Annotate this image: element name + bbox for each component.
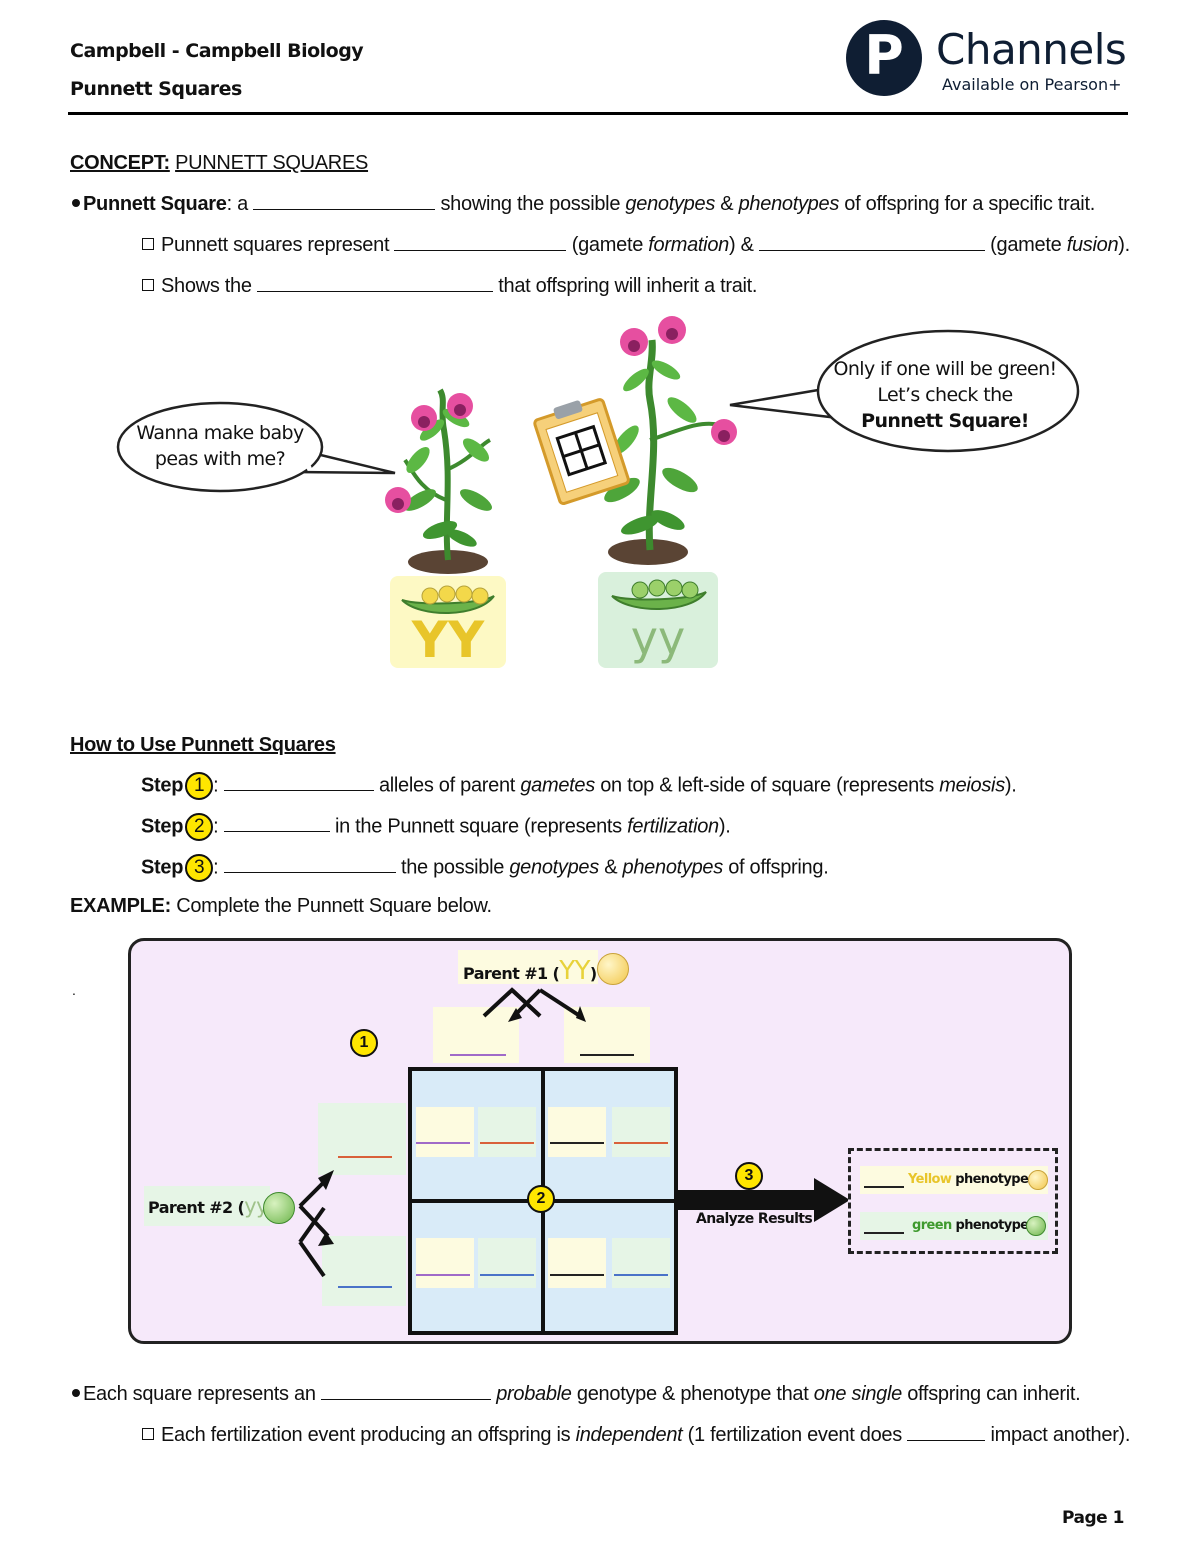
stray-dot: . — [72, 982, 76, 998]
result-green-row — [860, 1212, 1048, 1240]
cell-slot[interactable] — [478, 1107, 536, 1157]
cell-slot[interactable] — [548, 1238, 606, 1288]
cell-slot[interactable] — [612, 1238, 670, 1288]
blank-field[interactable] — [253, 192, 436, 210]
cell-slot[interactable] — [416, 1107, 474, 1157]
diagram-arrows — [298, 987, 850, 1278]
yellow-pea-icon — [1028, 1170, 1048, 1190]
green-pea-icon — [263, 1192, 295, 1224]
cell-blank-line — [550, 1274, 604, 1276]
pea-pod-yellow-icon — [401, 585, 495, 615]
brand-name: Channels — [936, 25, 1127, 74]
parent1-label: Parent #1 (YY) — [463, 956, 597, 986]
definition-line: Punnett Square: a showing the possible g… — [72, 192, 1095, 216]
green-pea-icon — [1026, 1216, 1046, 1236]
concept-heading: CONCEPT: PUNNETT SQUARES — [70, 152, 369, 174]
cell-blank-line — [614, 1142, 668, 1144]
parent1-label-bg — [458, 950, 598, 984]
pea-plant-right-icon — [604, 316, 737, 565]
cell-slot[interactable] — [548, 1107, 606, 1157]
yellow-pea-icon — [597, 953, 629, 985]
pea-pod-green-icon — [611, 579, 707, 611]
bullet-icon — [72, 199, 80, 207]
diagram-step-3-badge: 3 — [735, 1162, 763, 1190]
blank-field[interactable] — [223, 773, 374, 792]
blank-field[interactable] — [394, 233, 567, 251]
example-line: EXAMPLE: Complete the Punnett Square bel… — [70, 895, 492, 917]
top-allele-blank-2 — [580, 1054, 634, 1056]
diagram-step-1-badge: 1 — [350, 1029, 378, 1057]
bullet-icon — [72, 1389, 80, 1397]
result-yellow-blank[interactable] — [864, 1186, 904, 1188]
blank-field[interactable] — [223, 814, 330, 833]
top-allele-blank-1 — [450, 1054, 506, 1056]
howto-heading: How to Use Punnett Squares — [70, 734, 336, 756]
step-3-badge: 3 — [185, 854, 214, 882]
checkbox-icon — [142, 1428, 154, 1440]
pearson-logo-icon: P — [846, 20, 922, 96]
cell-blank-line — [480, 1274, 534, 1276]
speech-bubble-right — [729, 329, 1080, 453]
blank-field[interactable] — [907, 1423, 986, 1441]
result-yellow-row — [860, 1166, 1048, 1194]
cell-blank-line — [550, 1142, 604, 1144]
cell-blank-line — [614, 1274, 668, 1276]
pea-plant-illustration — [116, 316, 1080, 668]
bubble-right-text: Only if one will be green! Let’s check t… — [833, 358, 1057, 432]
sub-point-shows: Shows the that offspring will inherit a … — [142, 274, 758, 298]
result-green-blank[interactable] — [864, 1232, 904, 1234]
parent2-label-bg — [144, 1186, 270, 1226]
clipboard-icon — [533, 398, 630, 506]
independence-line: Each fertilization event producing an of… — [142, 1423, 1130, 1447]
cell-blank-line — [416, 1142, 470, 1144]
genotype-label-recessive: yy — [630, 611, 686, 665]
speech-bubble-left — [116, 401, 396, 493]
diagram-step-2-badge: 2 — [527, 1185, 555, 1213]
analyze-results-label: Analyze Results — [696, 1211, 813, 1227]
result-green-label: green phenotypes — [912, 1218, 1036, 1233]
blank-field[interactable] — [758, 233, 985, 251]
cell-slot[interactable] — [416, 1238, 474, 1288]
cell-blank-line — [416, 1274, 470, 1276]
pea-plant-left-icon — [385, 388, 492, 574]
blank-field[interactable] — [223, 855, 396, 874]
left-allele-blank-1 — [338, 1156, 392, 1158]
blank-field[interactable] — [320, 1382, 491, 1400]
step-2-badge: 2 — [185, 813, 214, 841]
checkbox-icon — [142, 238, 154, 250]
left-allele-blank-2 — [338, 1286, 392, 1288]
header-divider — [68, 112, 1128, 115]
checkbox-icon — [142, 279, 154, 291]
each-square-line: Each square represents an probable genot… — [72, 1382, 1081, 1406]
parent2-label: Parent #2 (yy) — [148, 1194, 275, 1218]
cell-blank-line — [480, 1142, 534, 1144]
step-1-badge: 1 — [185, 772, 214, 800]
page-number: Page 1 — [1062, 1508, 1124, 1528]
topic-title: Punnett Squares — [70, 78, 242, 100]
left-allele-box-1[interactable] — [318, 1103, 406, 1175]
left-allele-box-2[interactable] — [322, 1236, 406, 1306]
cell-slot[interactable] — [612, 1107, 670, 1157]
course-title: Campbell - Campbell Biology — [70, 40, 364, 62]
blank-field[interactable] — [256, 274, 493, 292]
brand-tagline: Available on Pearson+ — [942, 75, 1122, 94]
sub-point-represent: Punnett squares represent (gamete format… — [142, 233, 1130, 257]
genotype-label-dominant: YY — [411, 611, 485, 669]
bubble-left-text: Wanna make baby peas with me? — [136, 422, 304, 470]
cell-slot[interactable] — [478, 1238, 536, 1288]
result-yellow-label: Yellow phenotypes — [908, 1172, 1036, 1187]
top-allele-box-1[interactable] — [433, 1007, 519, 1063]
